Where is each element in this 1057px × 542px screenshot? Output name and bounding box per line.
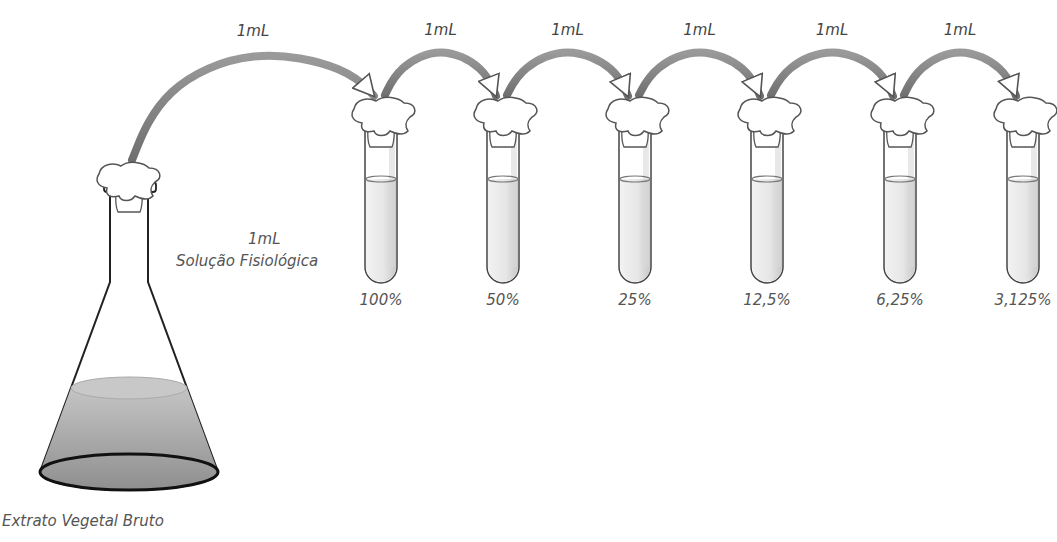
transfer-arrow — [507, 52, 628, 96]
drawing-part — [606, 97, 669, 135]
liquid-surface — [71, 377, 187, 399]
tube-glass — [1007, 117, 1039, 283]
liquid-meniscus — [488, 176, 518, 182]
erlenmeyer-flask — [2, 160, 234, 505]
tube-glass — [751, 117, 783, 283]
transfer-arrow — [771, 52, 893, 96]
tube-glass — [487, 117, 519, 283]
tube-glass — [619, 117, 651, 283]
test-tube-node: 6,25% — [862, 95, 938, 317]
volume-label: 1mL — [944, 21, 977, 39]
test-tube — [465, 95, 541, 290]
cotton-cap — [871, 97, 934, 135]
cotton-cap — [352, 97, 415, 135]
tube-glass — [884, 117, 916, 283]
cotton-cap — [738, 97, 801, 135]
test-tube — [862, 95, 938, 290]
cotton-cap — [474, 97, 537, 135]
tube-glass — [365, 117, 397, 283]
flask-base — [40, 454, 218, 490]
concentration-label: 100% — [360, 291, 403, 309]
flask-liquid — [40, 388, 218, 490]
drawing-part — [738, 97, 801, 135]
liquid-meniscus — [620, 176, 650, 182]
test-tube-node: 3,125% — [985, 95, 1057, 317]
drawing-part — [871, 97, 934, 135]
test-tube — [597, 95, 673, 290]
drawing-part — [994, 97, 1057, 135]
test-tube-node: 12,5% — [729, 95, 805, 317]
test-tube — [729, 95, 805, 290]
liquid-meniscus — [885, 176, 915, 182]
transfer-arrow — [639, 52, 760, 96]
cotton-cap — [606, 97, 669, 135]
transfer-arrow — [132, 56, 374, 160]
concentration-label: 50% — [486, 291, 519, 309]
volume-note: 1mL — [248, 230, 281, 248]
volume-label: 1mL — [424, 21, 457, 39]
drawing-part — [474, 97, 537, 135]
volume-label: 1mL — [237, 22, 270, 40]
test-tube-node: 50% — [465, 95, 541, 317]
cotton-cap — [97, 162, 160, 200]
flask-node: Extrato Vegetal Bruto — [2, 160, 234, 540]
test-tube-node: 100% — [343, 95, 419, 317]
liquid-meniscus — [752, 176, 782, 182]
transfer-arrow — [385, 52, 496, 96]
drawing-part — [352, 97, 415, 135]
cotton-cap — [994, 97, 1057, 135]
test-tube — [343, 95, 419, 290]
liquid-meniscus — [366, 176, 396, 182]
concentration-label: 25% — [618, 291, 651, 309]
flask-label: Extrato Vegetal Bruto — [2, 512, 164, 530]
concentration-label: 6,25% — [876, 291, 924, 309]
solution-note: Solução Fisiológica — [176, 252, 318, 270]
concentration-label: 12,5% — [743, 291, 791, 309]
flask-glass — [40, 190, 218, 490]
volume-label: 1mL — [683, 21, 716, 39]
transfer-arrow — [904, 52, 1016, 96]
volume-label: 1mL — [816, 21, 849, 39]
test-tube-node: 25% — [597, 95, 673, 317]
volume-label: 1mL — [551, 21, 584, 39]
drawing-part — [97, 162, 160, 212]
test-tube — [985, 95, 1057, 290]
concentration-label: 3,125% — [994, 291, 1051, 309]
liquid-meniscus — [1008, 176, 1038, 182]
